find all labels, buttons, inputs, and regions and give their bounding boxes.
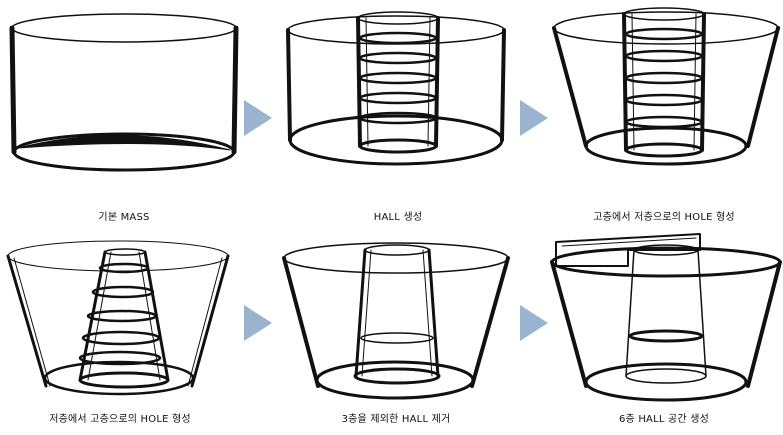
step4-hole-low-to-high: [8, 241, 228, 394]
step5-hall-removed: [284, 243, 508, 398]
arrow-step1-to-step2: [244, 100, 272, 136]
caption-step2: HALL 생성: [374, 208, 422, 223]
arrow-step4-to-step5: [244, 305, 272, 341]
step3-hole-high-to-low: [554, 8, 778, 164]
arrow-step5-to-step6: [520, 305, 548, 341]
caption-step4: 저층에서 고층으로의 HOLE 형성: [49, 410, 191, 425]
caption-step5: 3층을 제외한 HALL 제거: [342, 410, 451, 425]
caption-step1: 기본 MASS: [98, 208, 149, 223]
step2-hall-creation: [288, 12, 504, 164]
step1-basic-mass: [12, 14, 236, 170]
arrow-step2-to-step3: [520, 100, 548, 136]
step6-sixth-floor-hall: [552, 234, 780, 400]
caption-step3: 고층에서 저층으로의 HOLE 형성: [593, 208, 735, 223]
caption-step6: 6층 HALL 공간 생성: [619, 410, 709, 425]
